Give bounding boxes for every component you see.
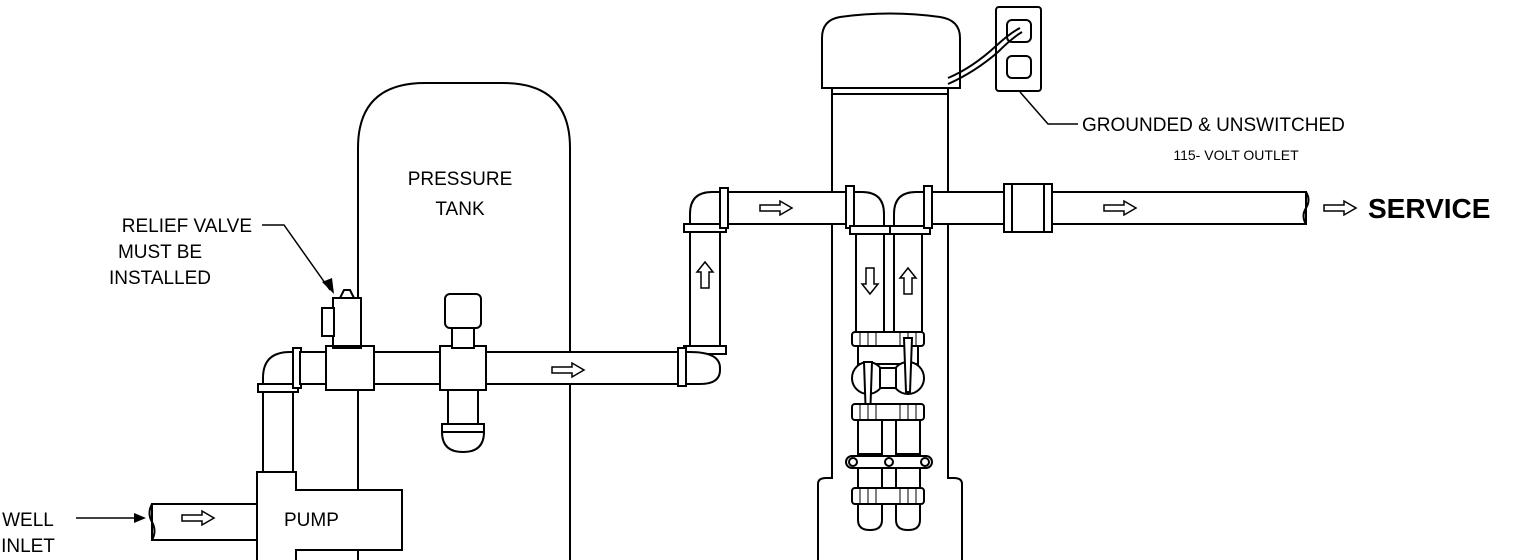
pump-riser-pipe — [257, 347, 302, 473]
hollow-arrow-icon — [860, 267, 880, 296]
well-inlet-pipe — [76, 503, 263, 541]
hollow-arrow-icon — [1323, 200, 1357, 216]
softener-tank — [817, 12, 963, 560]
well-inlet-label-2: INLET — [1, 536, 55, 557]
pressure-tank-label-1: PRESSURE — [408, 169, 513, 190]
relief-valve — [262, 224, 375, 391]
softener-outlet-pipe — [889, 183, 1310, 236]
softener-inlet-pipe — [727, 185, 891, 235]
wall-outlet-icon — [947, 6, 1078, 125]
relief-valve-label-2: MUST BE — [118, 242, 202, 263]
pressure-switch-tee — [439, 293, 487, 454]
well-inlet-label-1: WELL — [2, 510, 54, 531]
bypass-valve-assembly — [845, 233, 933, 532]
relief-valve-leader — [262, 224, 331, 291]
pressure-tank-label-2: TANK — [435, 199, 485, 220]
hollow-arrow-icon — [695, 260, 715, 289]
outlet-leader-line — [1019, 91, 1078, 125]
relief-valve-label-3: INSTALLED — [109, 268, 211, 289]
softener-riser-pipe — [677, 187, 729, 387]
outlet-label: GROUNDED & UNSWITCHED — [1082, 115, 1345, 136]
hollow-arrow-icon — [898, 266, 918, 295]
service-label: SERVICE — [1368, 193, 1490, 224]
pump-label: PUMP — [284, 510, 339, 531]
pump — [256, 471, 403, 560]
relief-valve-label-1: RELIEF VALVE — [122, 216, 252, 237]
outlet-voltage-label: 115- VOLT OUTLET — [1173, 147, 1299, 163]
